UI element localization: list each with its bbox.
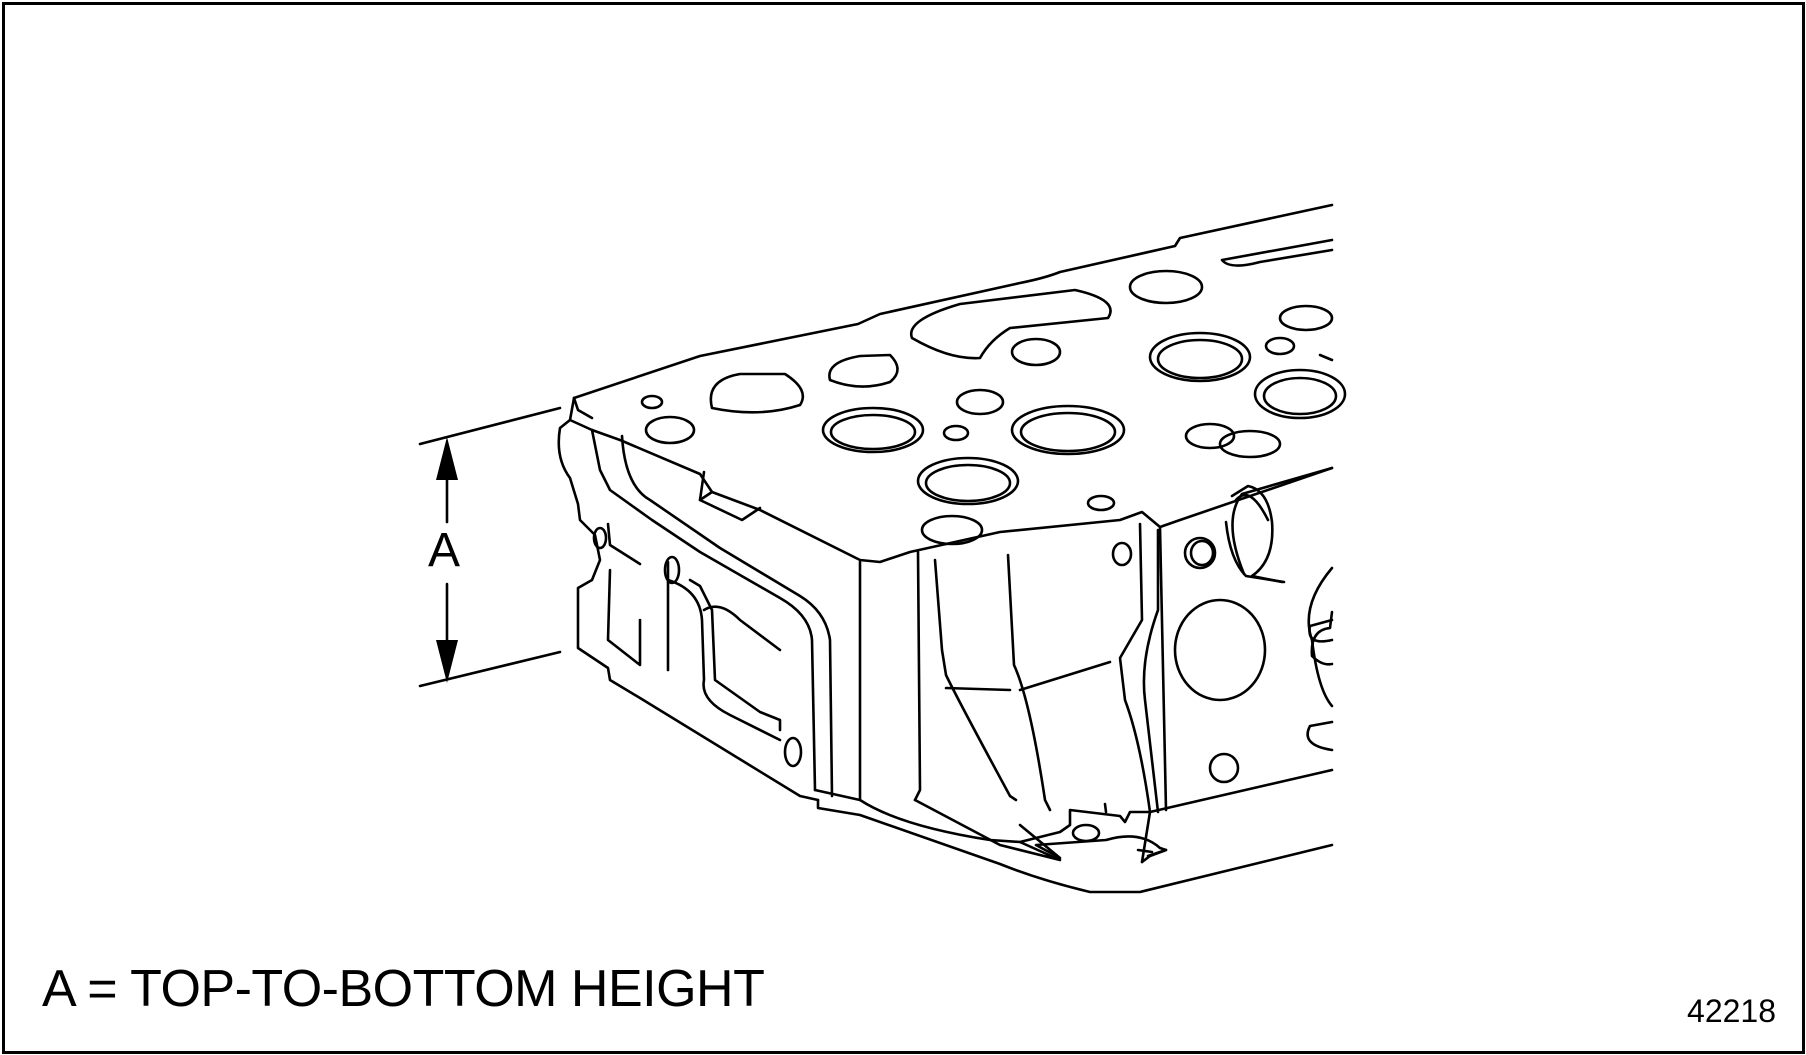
cylinder-head-end-face	[557, 418, 862, 802]
dimension-label: A	[428, 524, 461, 577]
cylinder-head-side-face	[813, 466, 1334, 894]
figure-number: 42218	[1687, 993, 1776, 1029]
deck-holes	[640, 269, 1347, 546]
figure-legend: A = TOP-TO-BOTTOM HEIGHT	[42, 960, 765, 1018]
extension-lines	[418, 406, 562, 688]
cylinder-head-top-deck	[568, 203, 1334, 564]
double-headed-arrow-icon	[436, 437, 458, 683]
